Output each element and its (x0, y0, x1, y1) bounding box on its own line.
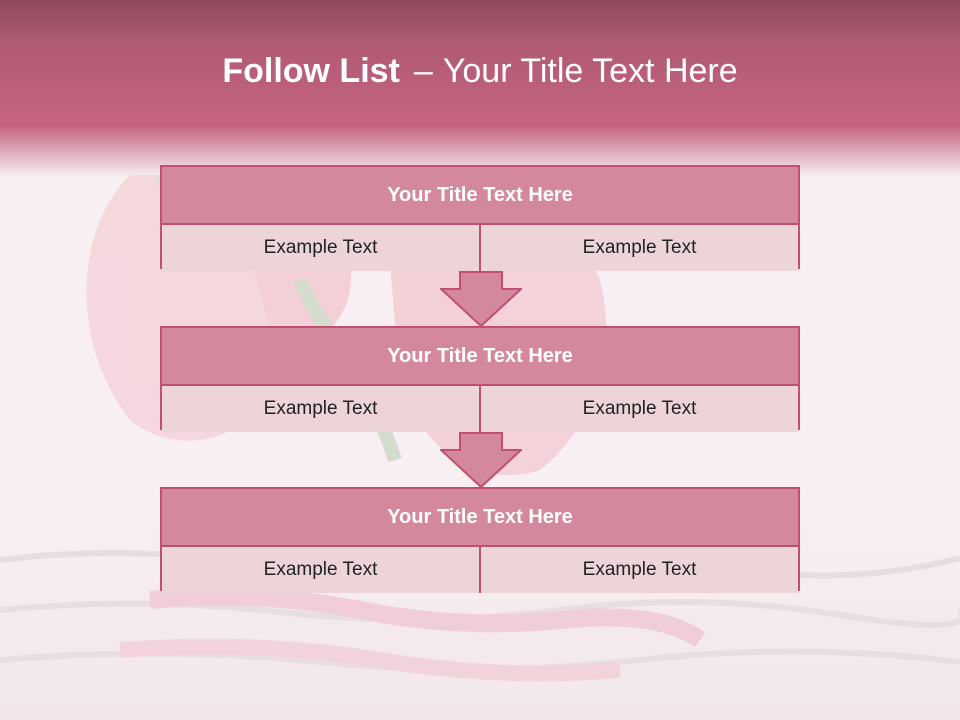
down-arrow-icon (440, 432, 522, 488)
step-row-2: Example Text Example Text (162, 386, 798, 432)
step-title-1: Your Title Text Here (162, 167, 798, 225)
down-arrow-icon (440, 271, 522, 327)
step-box-3: Your Title Text Here Example Text Exampl… (160, 487, 800, 593)
slide-title: Follow List–Your Title Text Here (0, 52, 960, 91)
step-1-left-text: Example Text (263, 237, 378, 258)
step-1-right-text: Example Text (479, 225, 798, 271)
step-title-2: Your Title Text Here (162, 328, 798, 386)
slide-title-rest: Your Title Text Here (442, 52, 738, 90)
slide-title-dash: – (413, 52, 433, 90)
step-box-2: Your Title Text Here Example Text Exampl… (160, 326, 800, 432)
step-3-right-text: Example Text (479, 547, 798, 593)
step-3-left-text: Example Text (263, 559, 378, 580)
step-row-1: Example Text Example Text (162, 225, 798, 271)
slide-title-bold: Follow List (222, 52, 400, 90)
step-row-3: Example Text Example Text (162, 547, 798, 593)
step-2-right-text: Example Text (479, 386, 798, 432)
step-2-left-text: Example Text (263, 398, 378, 419)
step-box-1: Your Title Text Here Example Text Exampl… (160, 165, 800, 271)
step-title-3: Your Title Text Here (162, 489, 798, 547)
